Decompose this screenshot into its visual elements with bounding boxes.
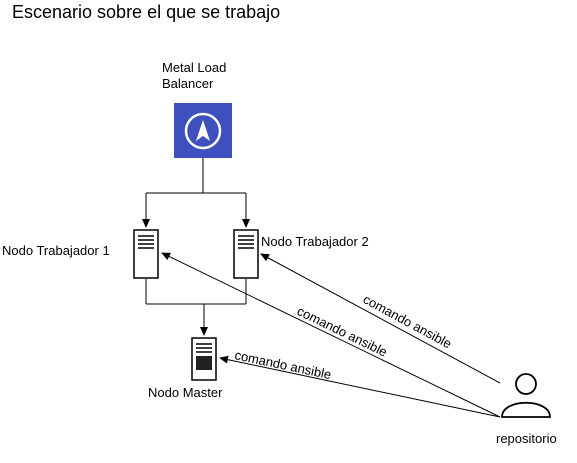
repositorio-label: repositorio xyxy=(496,431,557,446)
arrow-repo-to-worker2 xyxy=(260,253,501,384)
worker1-label: Nodo Trabajador 1 xyxy=(2,243,110,258)
repositorio-user-icon[interactable] xyxy=(501,373,551,418)
worker1-server-icon[interactable] xyxy=(133,229,159,279)
lb-to-workers-connector xyxy=(142,158,250,228)
worker2-label: Nodo Trabajador 2 xyxy=(261,234,369,249)
arrow-repo-to-worker1 xyxy=(161,252,501,418)
edge-label-to-master: comando ansible xyxy=(233,347,332,382)
diagram-title: Escenario sobre el que se trabajo xyxy=(12,2,281,22)
arrow-repo-to-master xyxy=(219,355,501,418)
master-server-icon[interactable] xyxy=(191,337,217,381)
load-balancer-label: Metal Load Balancer xyxy=(162,60,227,91)
worker2-server-icon[interactable] xyxy=(233,229,259,279)
master-label: Nodo Master xyxy=(148,385,223,400)
load-balancer-icon[interactable] xyxy=(174,103,232,158)
workers-to-master-connector xyxy=(145,279,247,336)
